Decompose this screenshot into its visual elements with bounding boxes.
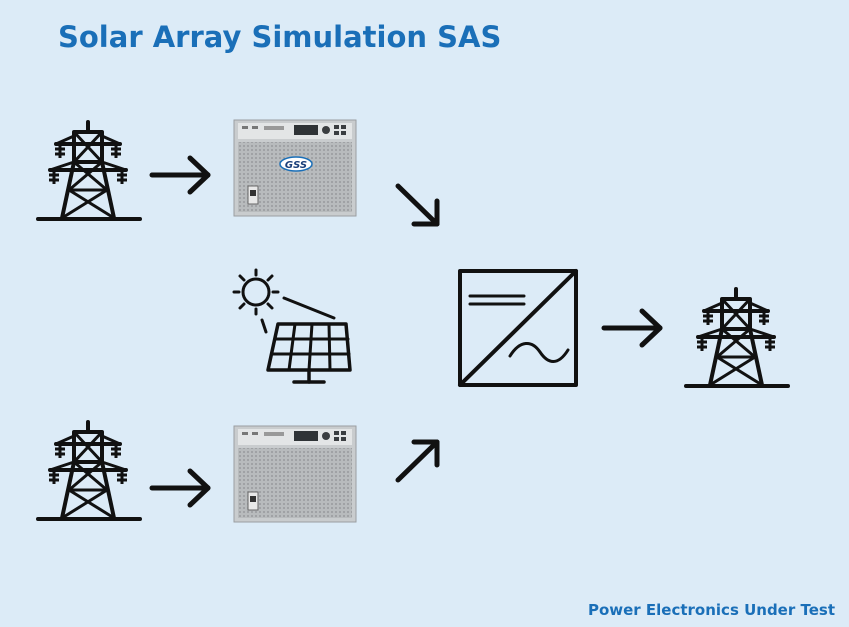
- footer-caption: Power Electronics Under Test: [587, 601, 835, 619]
- inverter-icon: [458, 269, 578, 387]
- sas-device-bottom: [233, 425, 357, 523]
- grid-tower-icon-bottom: [36, 420, 142, 521]
- arrow-icon-top: [152, 158, 208, 192]
- arrow-icon-output: [604, 311, 660, 345]
- page-title: Solar Array Simulation SAS: [58, 20, 502, 54]
- arrow-icon-diagonal-down: [395, 183, 440, 227]
- grid-tower-icon-top: [36, 120, 142, 221]
- grid-tower-icon-output: [684, 287, 790, 388]
- solar-panel-icon: [232, 268, 352, 384]
- arrow-icon-diagonal-up: [395, 439, 440, 483]
- arrow-icon-bottom: [152, 471, 208, 505]
- device-logo: GSS: [285, 160, 307, 171]
- sas-device-top: GSS: [233, 119, 357, 217]
